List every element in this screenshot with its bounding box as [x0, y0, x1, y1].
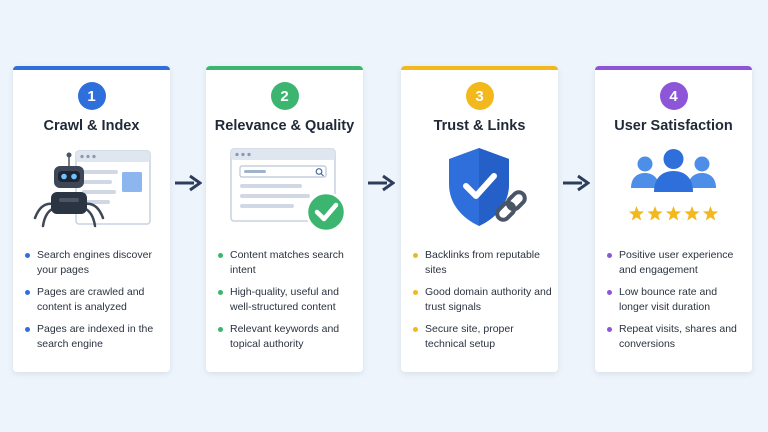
step-card-crawl-index: 1 Crawl & Index Search engines discover …	[13, 66, 170, 372]
bullet-list: Search engines discover your pages Pages…	[23, 248, 165, 359]
step-title: Trust & Links	[433, 118, 526, 134]
robot-crawler-icon	[33, 150, 151, 228]
bullet-dot	[218, 253, 223, 258]
list-item: Content matches search intent	[216, 248, 358, 278]
star-icon	[628, 206, 645, 221]
card-accent-bar	[206, 66, 363, 70]
bullet-dot	[413, 290, 418, 295]
step-number-badge: 4	[659, 82, 688, 110]
bullet-dot	[25, 327, 30, 332]
list-item: Secure site, proper technical setup	[411, 322, 553, 352]
step-title: Relevance & Quality	[214, 118, 355, 134]
card-accent-bar	[401, 66, 558, 70]
bullet-dot	[413, 253, 418, 258]
list-item: High-quality, useful and well-structured…	[216, 285, 358, 315]
bullet-dot	[607, 290, 612, 295]
list-item: Backlinks from reputable sites	[411, 248, 553, 278]
bullet-list: Positive user experience and engagement …	[605, 248, 747, 359]
list-item: Relevant keywords and topical authority	[216, 322, 358, 352]
arrow-right-icon	[175, 174, 202, 192]
users-stars-icon	[628, 149, 719, 221]
star-icon	[702, 206, 719, 221]
bullet-dot	[218, 290, 223, 295]
list-item: Pages are indexed in the search engine	[23, 322, 165, 352]
bullet-list: Content matches search intent High-quali…	[216, 248, 358, 359]
bullet-dot	[607, 253, 612, 258]
bullet-dot	[25, 290, 30, 295]
step-title: Crawl & Index	[43, 118, 140, 134]
bullet-list: Backlinks from reputable sites Good doma…	[411, 248, 553, 359]
card-accent-bar	[13, 66, 170, 70]
list-item: Positive user experience and engagement	[605, 248, 747, 278]
step-card-user-satisfaction: 4 User Satisfaction Positive user experi…	[595, 66, 752, 372]
list-item: Good domain authority and trust signals	[411, 285, 553, 315]
bullet-dot	[25, 253, 30, 258]
star-icon	[665, 206, 682, 221]
bullet-dot	[607, 327, 612, 332]
star-icon	[684, 206, 700, 221]
arrow-right-icon	[563, 174, 590, 192]
list-item: Pages are crawled and content is analyze…	[23, 285, 165, 315]
browser-check-icon	[230, 148, 347, 233]
list-item: Repeat visits, shares and conversions	[605, 322, 747, 352]
step-number-badge: 2	[270, 82, 299, 110]
list-item: Search engines discover your pages	[23, 248, 165, 278]
list-item: Low bounce rate and longer visit duratio…	[605, 285, 747, 315]
step-card-relevance-quality: 2 Relevance & Quality Content matches se…	[206, 66, 363, 372]
step-title: User Satisfaction	[614, 118, 733, 134]
shield-link-icon	[449, 148, 527, 226]
step-number-badge: 3	[465, 82, 494, 110]
card-accent-bar	[595, 66, 752, 70]
bullet-dot	[218, 327, 223, 332]
bullet-dot	[413, 327, 418, 332]
step-card-trust-links: 3 Trust & Links Backlinks from reputable…	[401, 66, 558, 372]
step-number-badge: 1	[77, 82, 106, 110]
arrow-right-icon	[368, 174, 395, 192]
star-rating	[628, 206, 719, 221]
star-icon	[647, 206, 663, 221]
